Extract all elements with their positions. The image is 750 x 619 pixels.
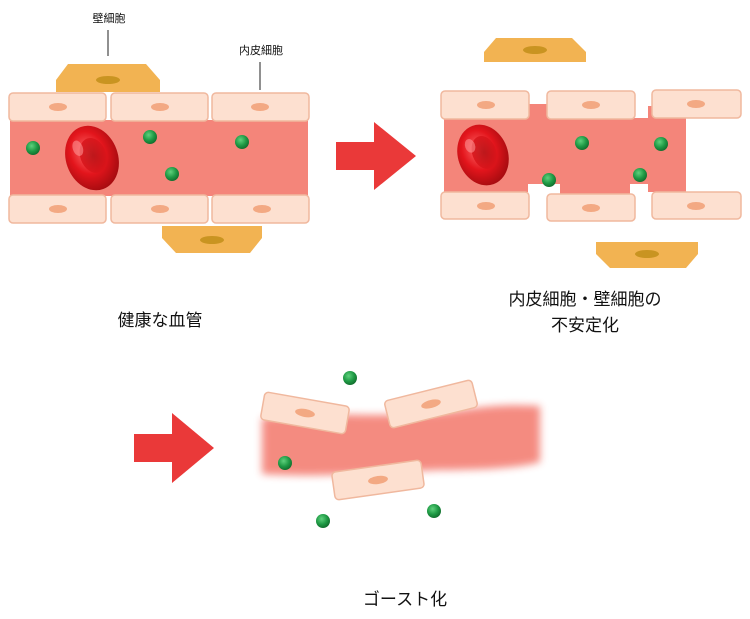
- pericyte-top: [56, 64, 160, 92]
- endothelial-row-bottom: [8, 194, 310, 224]
- particle: [542, 173, 556, 187]
- particle: [165, 167, 179, 181]
- healthy-vessel-panel: [8, 30, 310, 253]
- ghost-vessel-panel: [260, 371, 540, 528]
- particle: [343, 371, 357, 385]
- endothelial-cell: [260, 391, 350, 435]
- pericyte-label: 壁細胞: [92, 12, 126, 25]
- endothelial-cell: [384, 379, 478, 429]
- particle: [316, 514, 330, 528]
- red-blood-cell: [457, 124, 509, 186]
- pericyte-detached-top: [484, 38, 586, 62]
- endothelial-row-bottom: [440, 191, 742, 222]
- particle: [575, 136, 589, 150]
- particle: [633, 168, 647, 182]
- endothelial-cell-label: 内皮細胞: [239, 44, 283, 57]
- particle: [654, 137, 668, 151]
- particle: [278, 456, 292, 470]
- endothelial-row-top: [8, 92, 310, 122]
- pericyte-bottom: [162, 226, 262, 253]
- caption-unstable-line2: 不安定化: [551, 316, 619, 336]
- particle: [143, 130, 157, 144]
- vessel-lumen: [10, 120, 308, 196]
- endothelial-cell: [331, 459, 425, 501]
- caption-unstable-line1: 内皮細胞・壁細胞の: [508, 290, 662, 310]
- particle: [427, 504, 441, 518]
- unstable-vessel-panel: [440, 38, 742, 268]
- caption-healthy-vessel: 健康な血管: [117, 311, 203, 331]
- pericyte-detached-bottom: [596, 242, 698, 268]
- arrow-right-icon: [336, 122, 416, 190]
- endothelial-row-top: [440, 89, 742, 120]
- caption-ghost: ゴースト化: [362, 590, 448, 610]
- particle: [26, 141, 40, 155]
- red-blood-cell: [65, 125, 119, 191]
- arrow-right-icon: [134, 413, 214, 483]
- caption-unstable: 内皮細胞・壁細胞の 不安定化: [460, 287, 710, 339]
- particle: [235, 135, 249, 149]
